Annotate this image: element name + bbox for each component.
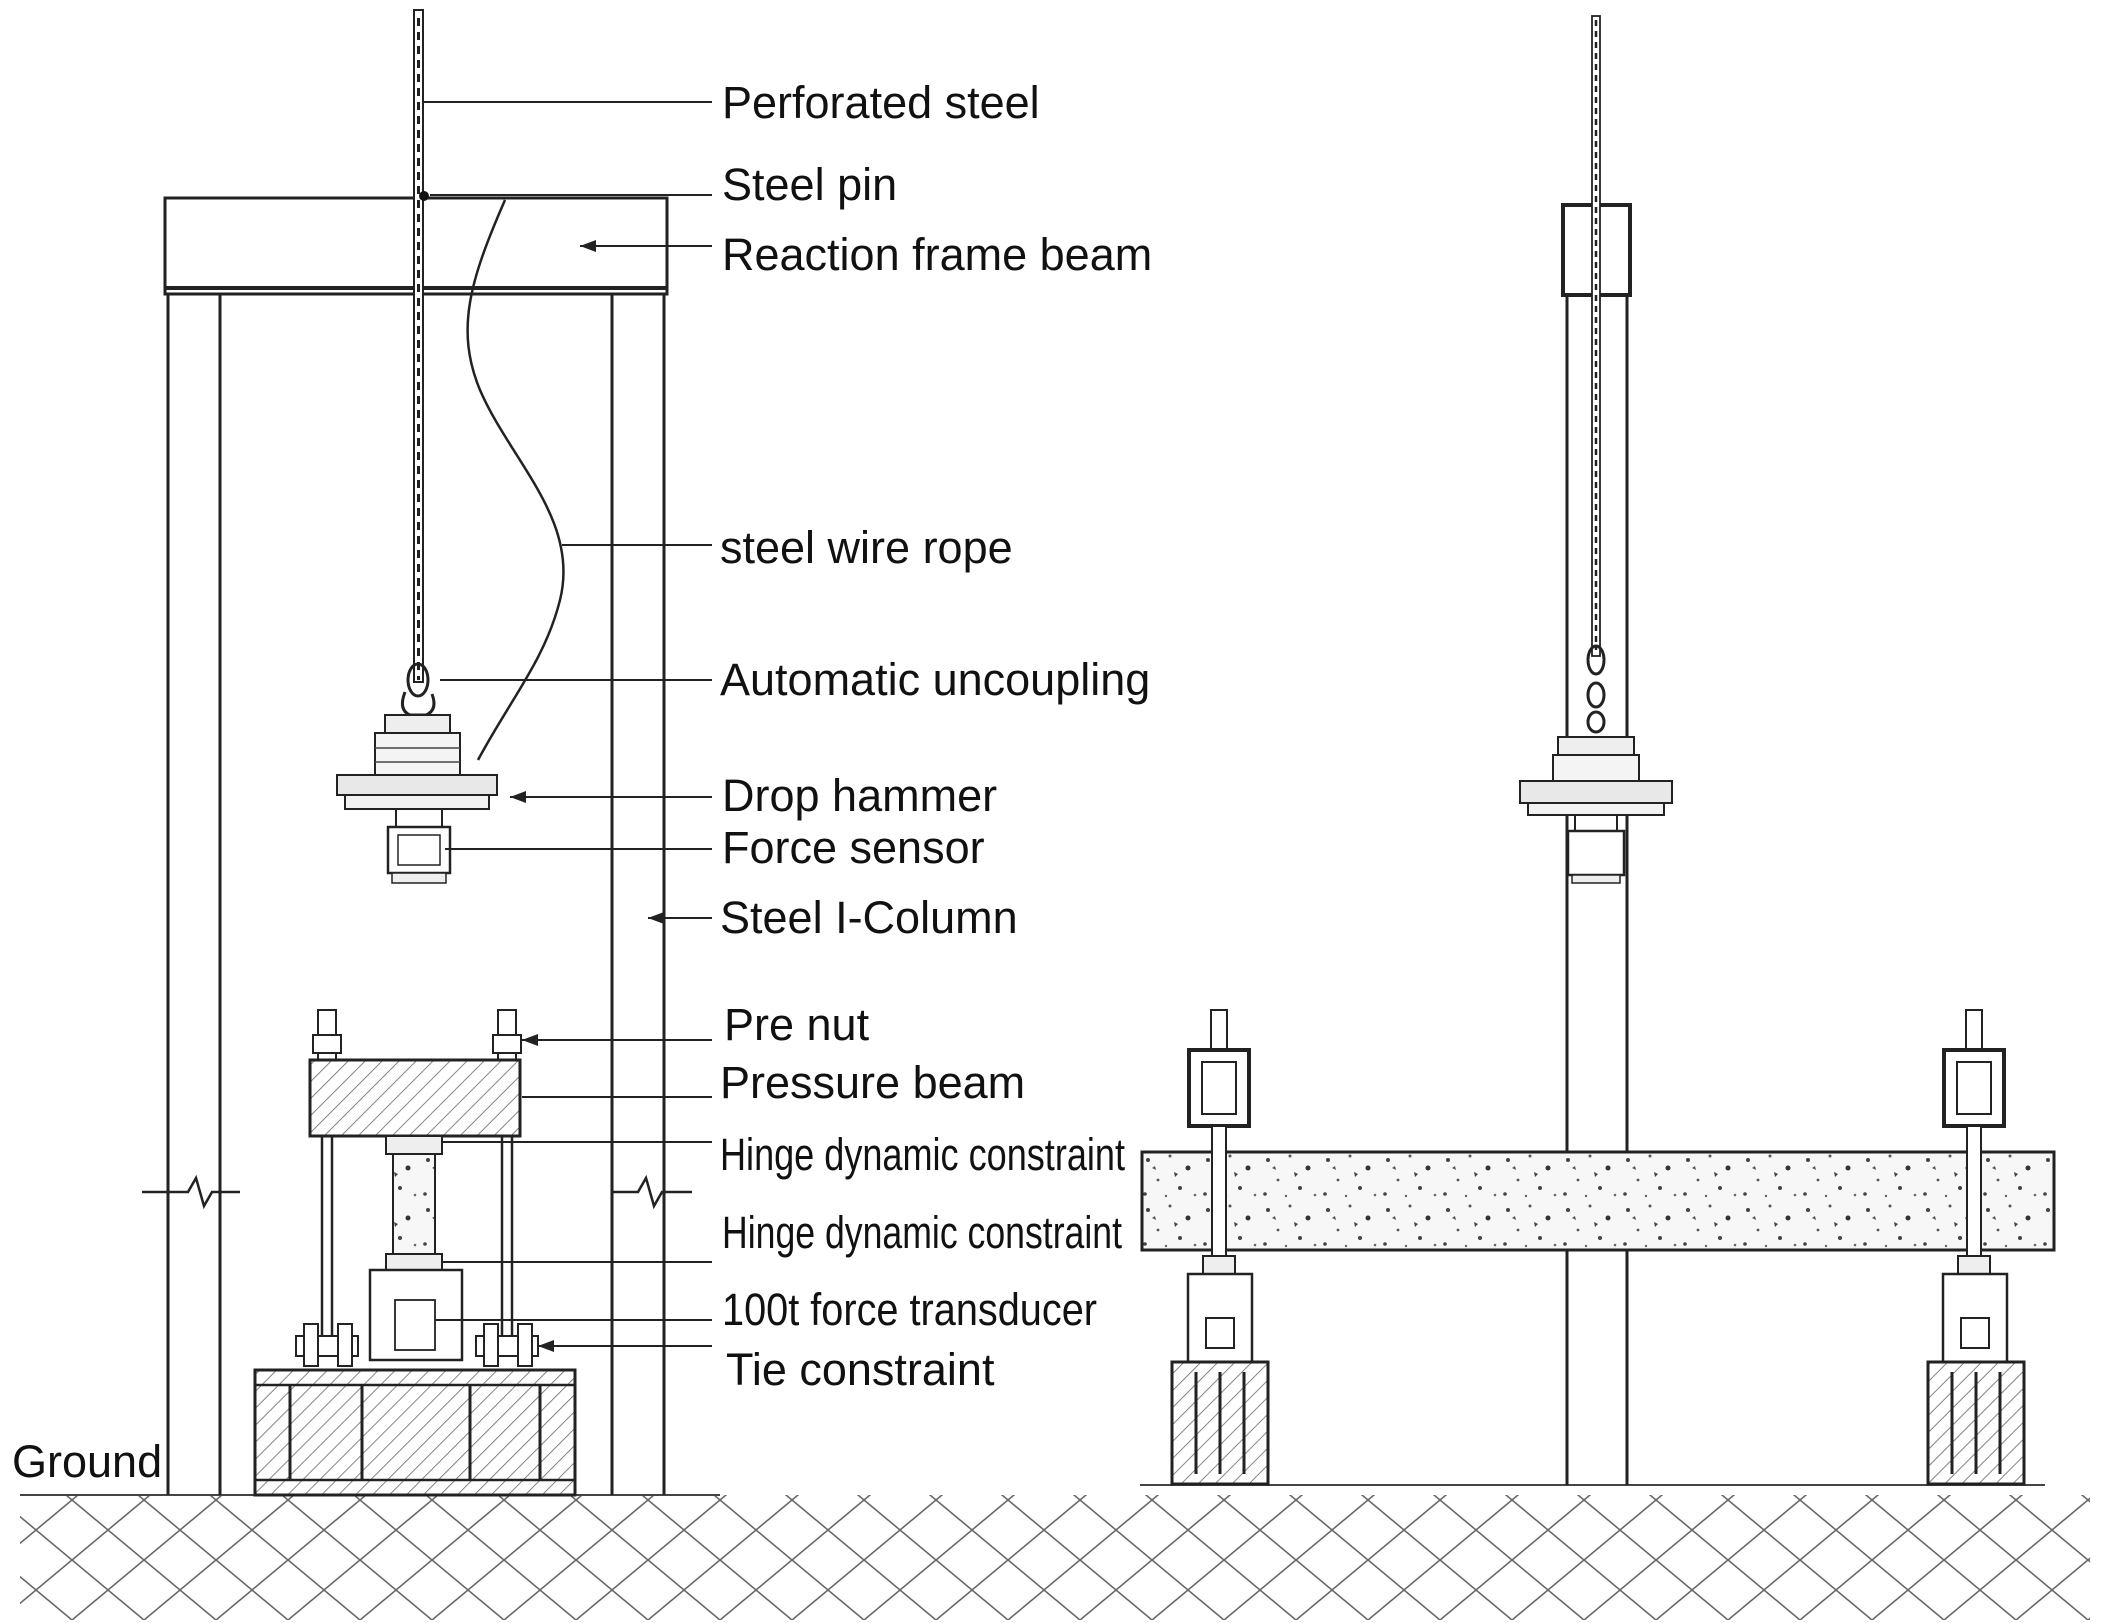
label-pre-nut: Pre nut — [724, 999, 870, 1050]
labels: Perforated steel Steel pin Reaction fram… — [12, 77, 1152, 1487]
label-steel-i-column: Steel I-Column — [720, 892, 1018, 943]
pressure-beam-left — [308, 1058, 522, 1138]
break-mark-right — [612, 1174, 692, 1210]
concrete-beam — [1140, 1150, 2056, 1252]
force-sensor-left — [386, 808, 452, 884]
label-reaction-frame-beam: Reaction frame beam — [722, 229, 1152, 280]
test-rig-left — [253, 1009, 577, 1497]
reaction-frame — [142, 196, 692, 1495]
break-mark-left — [142, 1174, 240, 1210]
label-hinge-dynamic-constraint-2: Hinge dynamic constraint — [722, 1207, 1122, 1258]
leader-arrowheads — [510, 240, 664, 1352]
label-automatic-uncoupling: Automatic uncoupling — [720, 654, 1150, 705]
label-perforated-steel: Perforated steel — [722, 77, 1040, 128]
perforated-steel-rod-left — [413, 9, 429, 683]
drop-hammer-right — [1519, 736, 1673, 816]
label-force-transducer: 100t force transducer — [722, 1284, 1097, 1335]
label-pressure-beam: Pressure beam — [720, 1057, 1025, 1108]
hinge-upper — [385, 1135, 443, 1155]
leader-lines — [424, 101, 712, 1347]
support-left — [1170, 1009, 1270, 1486]
hinge-lower — [385, 1253, 443, 1271]
steel-wire-rope — [466, 199, 565, 761]
specimen-column — [392, 1153, 436, 1255]
drop-hammer-left — [336, 714, 498, 810]
pre-nut-right — [492, 1009, 522, 1061]
side-view-column — [1565, 290, 1629, 1485]
label-steel-pin: Steel pin — [722, 159, 897, 210]
label-force-sensor: Force sensor — [722, 822, 985, 873]
support-right — [1926, 1009, 2026, 1486]
perforated-steel-rod-right — [1591, 15, 1601, 657]
label-tie-constraint: Tie constraint — [726, 1344, 995, 1395]
pre-nut-left — [312, 1009, 342, 1061]
ground-hatch — [20, 1484, 2090, 1620]
side-view — [1140, 15, 2056, 1486]
steel-i-column-right — [610, 294, 666, 1495]
steel-i-column-left — [166, 294, 222, 1495]
rig-base — [253, 1368, 577, 1497]
steel-pin-dot — [419, 191, 429, 201]
force-transducer-frame — [368, 1268, 464, 1362]
force-sensor-right — [1566, 814, 1626, 884]
label-steel-wire-rope: steel wire rope — [720, 522, 1013, 573]
label-drop-hammer: Drop hammer — [722, 770, 997, 821]
label-hinge-dynamic-constraint-1: Hinge dynamic constraint — [720, 1129, 1125, 1180]
label-ground: Ground — [12, 1436, 162, 1487]
automatic-uncoupling-right — [1586, 644, 1606, 734]
